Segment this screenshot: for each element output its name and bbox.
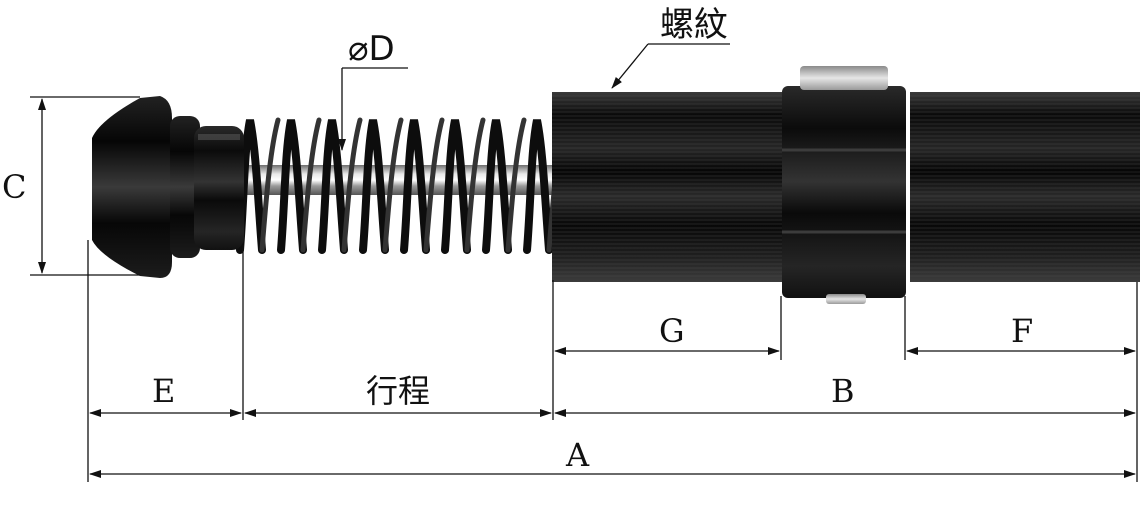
return-spring [236, 117, 568, 254]
threaded-body-left [552, 92, 784, 282]
end-cap [92, 96, 172, 278]
b-label: B [831, 372, 855, 410]
spring-coil-back [341, 117, 363, 253]
diameter-label: ⌀D [348, 29, 395, 69]
cap-ring [194, 126, 244, 250]
spring-coil-back [464, 117, 486, 253]
spring-coil-back [259, 117, 281, 253]
g-label: G [659, 312, 685, 350]
spring-coil-back [300, 117, 322, 253]
spring-coil [277, 119, 307, 254]
spring-coil [482, 119, 512, 254]
spring-coil-back [382, 117, 404, 253]
c-label: C [2, 168, 26, 206]
set-screw-top [800, 66, 888, 90]
threaded-body-right [910, 92, 1140, 282]
cap-collar [170, 116, 200, 258]
e-label: E [152, 372, 175, 410]
stroke-label: 行程 [366, 372, 430, 410]
dimension-lines [30, 43, 1138, 482]
thread-label: 螺紋 [660, 5, 728, 45]
spring-coil-back [505, 117, 527, 253]
thread-texture [552, 95, 1140, 277]
spring-coil [318, 119, 348, 254]
f-label: F [1011, 312, 1033, 350]
spring-coil [359, 119, 389, 254]
spring-coil-back [423, 117, 445, 253]
spring-coil [400, 119, 430, 254]
thread-leader-line [611, 43, 649, 89]
set-screw-bottom [826, 294, 866, 304]
spring-coil [441, 119, 471, 254]
cap-ring-highlight [198, 134, 240, 140]
a-label: A [565, 436, 590, 474]
shock-absorber-part [92, 66, 1140, 304]
spring-coil [523, 119, 553, 254]
lock-nut [782, 86, 906, 298]
